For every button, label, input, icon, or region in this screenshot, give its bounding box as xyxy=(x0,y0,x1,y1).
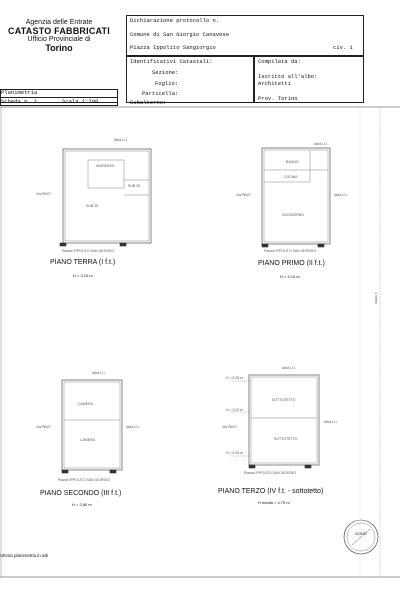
terzo-title: PIANO TERZO (IV f.t. - sottotetto) xyxy=(218,488,324,495)
identifiers-box xyxy=(126,56,254,103)
terra-room-1: INGRESSO xyxy=(96,164,115,168)
primo-label-south: Piazza IPPOLITO SAN GIORGIO xyxy=(264,249,317,253)
primo-label-east: Altra U.I. xyxy=(334,193,348,197)
primo-height: H = 3.10 m xyxy=(280,274,300,279)
terzo-label-north: Altra U.I. xyxy=(282,366,296,370)
civic-number: civ. 1 xyxy=(333,44,353,51)
primo-label-west: Via PAVC xyxy=(236,193,251,197)
terzo-height-mark-1: H = 6.25 m xyxy=(226,376,244,380)
sezione-label: Sezione: xyxy=(152,69,179,76)
identifiers-title: Identificativi Catastali: xyxy=(130,58,213,65)
secondo-room-1: CAMERA xyxy=(78,402,93,406)
terzo-height: H media = 4.75 m xyxy=(258,500,290,505)
terra-label-west: Via PAVC xyxy=(36,192,51,196)
secondo-label-south: Piazza IPPOLITO SAN GIORGIO xyxy=(58,478,111,482)
terzo-label-east: Altra U.I. xyxy=(324,420,338,424)
terra-room-3: SUB 25 xyxy=(86,204,99,208)
footer-note: Ultima planimetria in atti xyxy=(0,553,49,558)
planimetria-label: Planimetria xyxy=(1,89,38,96)
terra-room-2: SUB 25 xyxy=(128,184,141,188)
declaration-text: Dichiarazione protocollo n. xyxy=(130,17,220,24)
office-city: Torino xyxy=(45,43,73,53)
secondo-label-west: Via PAVC xyxy=(36,425,51,429)
terra-title: PIANO TERRA (I f.t.) xyxy=(50,259,116,266)
particella-label: Particella: xyxy=(142,90,179,97)
register-value: Architetti xyxy=(258,80,292,87)
agency-block: Agenzia delle Entrate CATASTO FABBRICATI… xyxy=(0,15,118,89)
compiler-box xyxy=(254,56,364,103)
scale-mark: 1 metro xyxy=(374,292,378,304)
terzo-height-mark-2: H = 3.20 m xyxy=(226,408,244,412)
terra-height: H = 3.10 m xyxy=(73,273,93,278)
catasto-title: CATASTO FABBRICATI xyxy=(8,26,110,36)
terzo-label-west: Via PAVC xyxy=(222,425,237,429)
terzo-room-1: SOTTOTETTO xyxy=(272,398,296,402)
secondo-label-north: Altra U.I. xyxy=(92,371,106,375)
declaration-box xyxy=(126,15,364,56)
scheda-box xyxy=(0,97,118,106)
address-text: Piazza Ippolito Sangiorgio xyxy=(130,44,216,51)
primo-room-3: SOGGIORNO xyxy=(282,213,304,217)
primo-label-north: Altra U.I. xyxy=(314,142,328,146)
terzo-height-mark-3: H = 6.25 m xyxy=(226,451,244,455)
secondo-height: H = 2.80 m xyxy=(72,502,92,507)
secondo-room-2: CAMERA xyxy=(80,438,95,442)
agency-name: Agenzia delle Entrate xyxy=(25,19,93,26)
terzo-room-2: SOTTOTETTO xyxy=(274,437,298,441)
secondo-title: PIANO SECONDO (III f.t.) xyxy=(40,490,122,497)
scheda-label: Scheda n. 1 xyxy=(1,98,38,105)
terra-label-south: Piazza IPPOLITO SAN GIORGIO xyxy=(62,249,115,253)
scale-label: Scala 1:200 xyxy=(62,98,99,105)
primo-room-2: CUCINA xyxy=(284,175,298,179)
terra-label-north: Altra U.I. xyxy=(114,138,128,142)
primo-title: PIANO PRIMO (II f.t.) xyxy=(258,260,325,267)
register-label: Iscritto all'albo: xyxy=(258,73,318,80)
office-label: Ufficio Provinciale di xyxy=(27,36,91,43)
north-stamp: NORD xyxy=(355,531,367,536)
province: Prov. Torino xyxy=(258,95,298,102)
comune-text: Comune di San Giorgio Canavese xyxy=(130,31,230,38)
primo-room-1: BAGNO xyxy=(286,160,299,164)
compiled-by: Compilata da: xyxy=(258,58,301,65)
subalterno-label: Subalterno: xyxy=(130,99,167,106)
planimetria-box xyxy=(0,89,118,103)
secondo-label-east: Altra U.I. xyxy=(126,425,140,429)
terzo-label-south: Piazza IPPOLITO SAN GIORGIO xyxy=(244,471,297,475)
foglio-label: Foglio: xyxy=(155,80,179,87)
